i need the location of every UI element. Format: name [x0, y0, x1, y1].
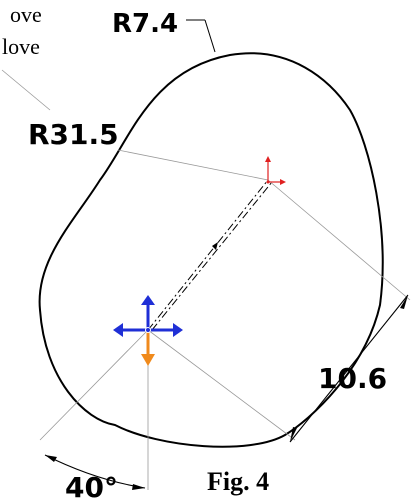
cut-text-top: ove	[10, 2, 42, 27]
angle-arrow-left	[45, 455, 57, 462]
center-line-b	[151, 181, 273, 331]
figure-caption: Fig. 4	[207, 467, 269, 496]
construction-line-lower-dim	[147, 329, 296, 441]
construction-line-upper-dim	[267, 179, 411, 301]
dimension-length[interactable]: 10.6	[318, 362, 387, 395]
angle-arrow-right	[132, 484, 145, 490]
length-arrow-bottom	[290, 427, 297, 442]
cut-text-second: love	[2, 34, 40, 59]
origin-triad-icon	[265, 156, 286, 185]
length-dimension-line	[289, 294, 409, 443]
length-arrow-top	[400, 295, 408, 309]
dimension-angle[interactable]: 40°	[65, 471, 118, 500]
move-cross-icon[interactable]	[113, 295, 183, 366]
dimension-outer-radius[interactable]: R31.5	[28, 118, 119, 151]
small-radius-leader-diagonal	[204, 19, 216, 53]
text-leader-line	[1, 69, 51, 111]
center-line-a	[147, 179, 269, 331]
center-line-arrowhead	[212, 242, 218, 250]
construction-line-angled	[39, 329, 149, 441]
outer-radius-leader	[117, 149, 269, 181]
dimension-small-radius[interactable]: R7.4	[112, 9, 178, 39]
